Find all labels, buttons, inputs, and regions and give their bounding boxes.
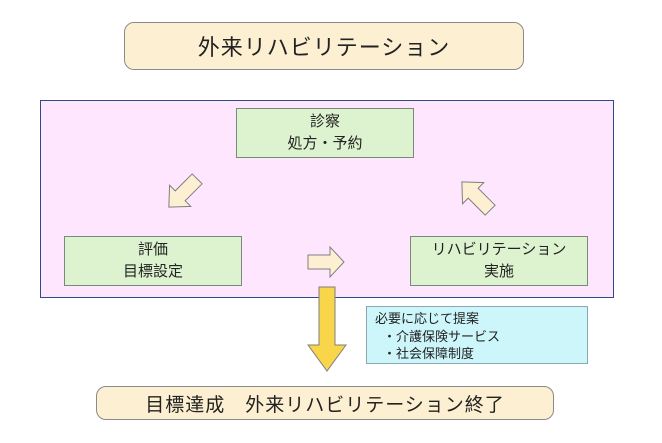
- page-title-text: 外来リハビリテーション: [197, 36, 451, 61]
- arrow-examination-to-evaluation: [168, 173, 203, 208]
- proposal-note-heading: 必要に応じて提案: [375, 312, 480, 327]
- node-examination-line2: 処方・予約: [287, 134, 363, 152]
- arrow-rehabilitation-to-examination: [461, 181, 496, 216]
- proposal-note: 必要に応じて提案 ・介護保険サービス ・社会保障制度: [366, 306, 588, 364]
- node-examination: 診察 処方・予約: [236, 108, 414, 158]
- goal-banner: 目標達成 外来リハビリテーション終了: [96, 386, 554, 420]
- node-evaluation: 評価 目標設定: [64, 236, 242, 286]
- proposal-note-item-social-security: ・社会保障制度: [383, 347, 475, 363]
- node-rehabilitation: リハビリテーション 実施: [410, 236, 588, 286]
- node-evaluation-line2: 目標設定: [122, 262, 183, 280]
- node-rehabilitation-line2: 実施: [483, 262, 514, 280]
- node-examination-line1: 診察: [309, 112, 340, 131]
- arrow-to-goal: [307, 286, 347, 372]
- node-evaluation-line1: 評価: [137, 240, 168, 259]
- proposal-note-item-care-insurance: ・介護保険サービス: [383, 329, 501, 345]
- goal-banner-text: 目標達成 外来リハビリテーション終了: [145, 393, 505, 416]
- node-rehabilitation-line1: リハビリテーション: [431, 240, 567, 259]
- arrow-evaluation-to-rehabilitation: [307, 245, 345, 279]
- page-title: 外来リハビリテーション: [124, 22, 524, 70]
